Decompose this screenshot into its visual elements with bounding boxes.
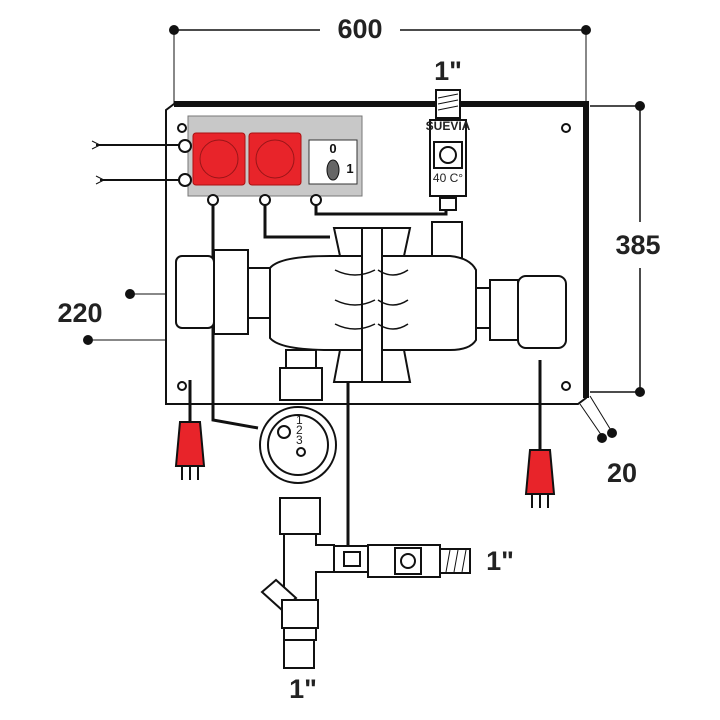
control-box: 0 1 [178, 115, 363, 206]
right-connection-label: 1" [486, 546, 514, 576]
immersion-thermostat-top: SUEVIA 40 C° [426, 89, 471, 259]
width-label: 600 [337, 14, 382, 44]
pump-speed-selector[interactable] [277, 425, 291, 439]
plug-left [174, 421, 206, 480]
bottom-connection-label: 1" [289, 674, 317, 704]
switch-off-label: 0 [329, 141, 336, 156]
switch-knob-icon[interactable] [326, 159, 340, 181]
immersion-thermostat-bottom [333, 544, 471, 578]
height-label: 385 [615, 230, 660, 260]
thermostat-brand: SUEVIA [426, 119, 471, 133]
plug-right [524, 449, 556, 508]
thermostat-dial-icon[interactable] [439, 146, 457, 164]
pump-speed-3: 3 [296, 433, 303, 447]
pump-speed-2: 2 [296, 423, 303, 437]
circulation-pump: 1 2 3 [259, 349, 337, 669]
switch-on-label: 1 [346, 161, 353, 176]
depth-label: 220 [57, 298, 102, 328]
thickness-dimension: 20 [579, 395, 637, 488]
power-cables [91, 140, 180, 185]
electric-heater [175, 227, 567, 383]
width-dimension: 600 [169, 14, 591, 108]
height-dimension: 385 [590, 101, 661, 397]
top-connection-label: 1" [434, 56, 462, 86]
thickness-label: 20 [607, 458, 637, 488]
thermostat-setpoint: 40 C° [433, 171, 463, 185]
power-socket-2[interactable] [248, 132, 302, 186]
bottom-thermostat-dial-icon[interactable] [400, 553, 416, 569]
pump-speed-1: 1 [296, 413, 303, 427]
power-socket-1[interactable] [192, 132, 246, 186]
